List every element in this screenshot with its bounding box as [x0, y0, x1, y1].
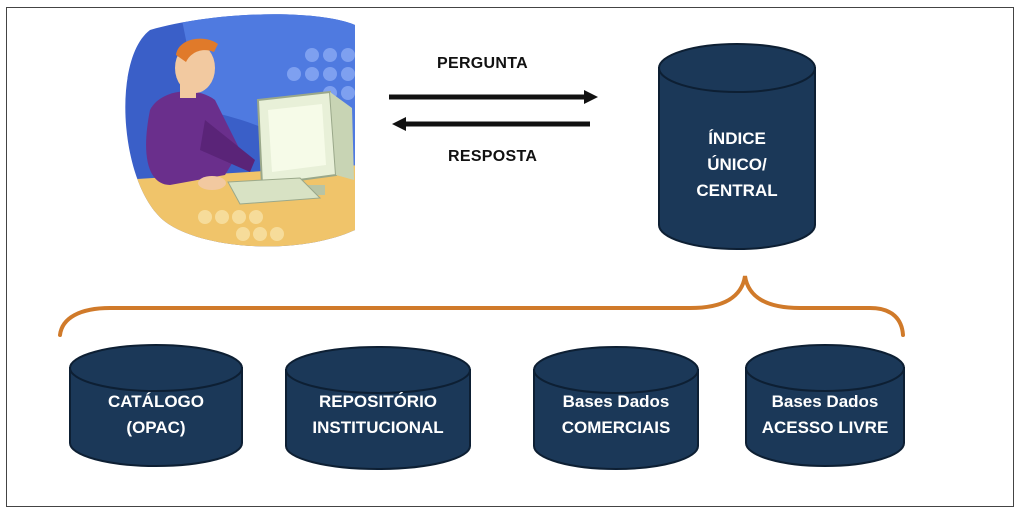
diagram-frame — [6, 7, 1014, 507]
central-index-line2: ÚNICO/ — [707, 155, 767, 174]
source-line1: CATÁLOGO — [107, 392, 204, 411]
source-line1: Bases Dados — [562, 392, 670, 411]
answer-arrow — [392, 117, 590, 131]
source-line1: Bases Dados — [771, 392, 879, 411]
source-line2: ACESSO LIVRE — [761, 418, 889, 437]
source-line2: (OPAC) — [126, 418, 186, 437]
central-index-label: ÍNDICE ÚNICO/ CENTRAL — [659, 126, 815, 204]
source-label-commercial: Bases Dados COMERCIAIS — [534, 389, 698, 441]
question-arrow — [389, 90, 598, 104]
question-label: PERGUNTA — [437, 55, 528, 72]
source-cylinder-open-access — [745, 344, 905, 467]
source-line2: INSTITUCIONAL — [312, 418, 444, 437]
central-index-cylinder — [658, 43, 816, 250]
source-cylinder-repository — [285, 346, 471, 470]
source-label-catalog: CATÁLOGO (OPAC) — [70, 389, 242, 441]
grouping-brace — [58, 275, 905, 337]
central-index-line3: CENTRAL — [696, 181, 778, 200]
source-cylinder-commercial — [533, 346, 699, 470]
source-line2: COMERCIAIS — [561, 418, 671, 437]
user-at-computer-icon — [125, 14, 355, 247]
source-label-repository: REPOSITÓRIO INSTITUCIONAL — [286, 389, 470, 441]
answer-label: RESPOSTA — [448, 148, 538, 165]
source-cylinder-catalog — [69, 344, 243, 467]
source-line1: REPOSITÓRIO — [318, 392, 438, 411]
central-index-line1: ÍNDICE — [708, 129, 766, 148]
source-label-open-access: Bases Dados ACESSO LIVRE — [746, 389, 904, 441]
